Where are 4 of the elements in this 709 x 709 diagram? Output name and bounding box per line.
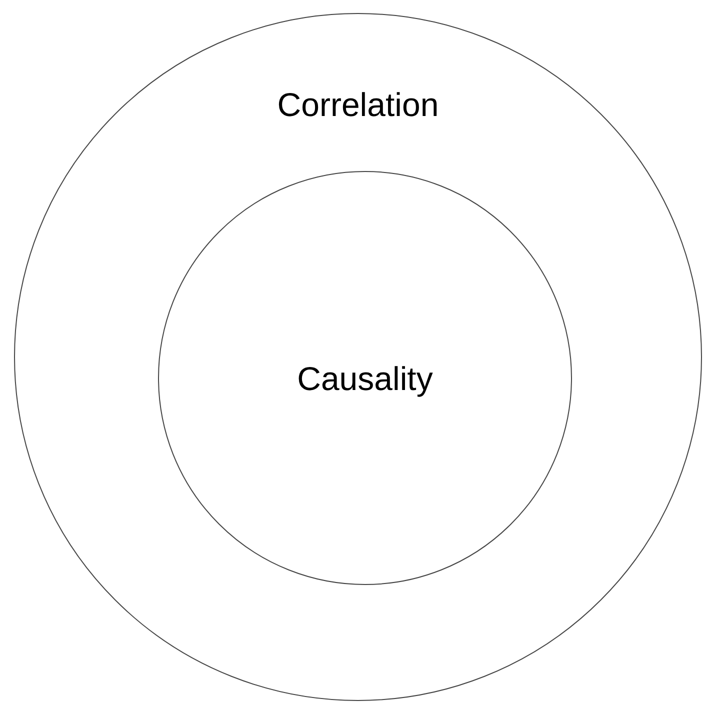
circle-node [14,13,702,701]
circle-node [158,171,572,585]
node-label: Causality [297,360,433,398]
node-label: Correlation [277,86,439,124]
